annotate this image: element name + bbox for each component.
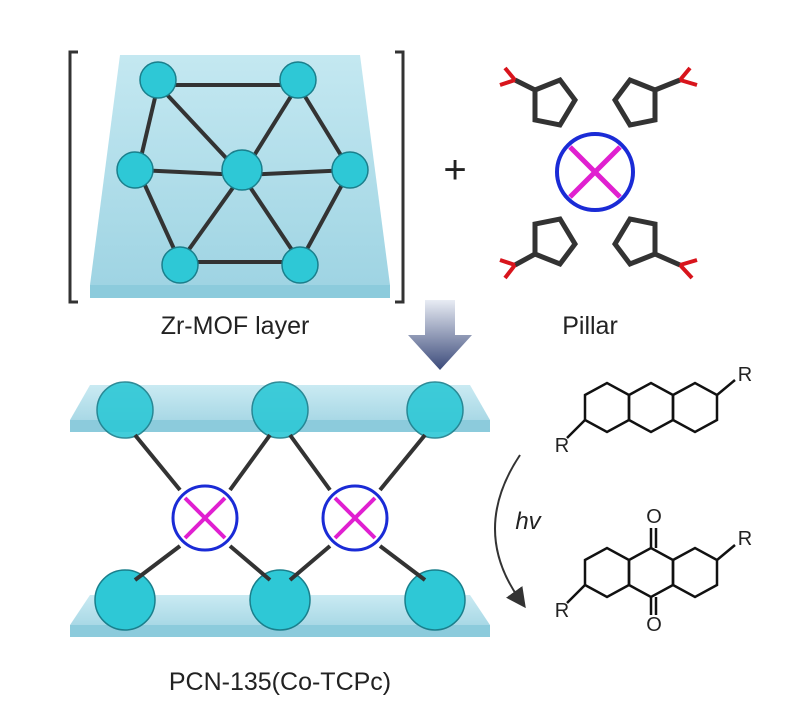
left-bracket (68, 50, 78, 304)
top-clusters (96, 381, 464, 439)
down-arrow (408, 300, 472, 370)
pillars (133, 433, 427, 582)
layer-slab-edge (90, 285, 390, 298)
reaction-arrow (494, 454, 526, 609)
r-group-label: R (737, 364, 753, 386)
zr-clusters (116, 61, 369, 284)
zr-mof-layer-label: Zr-MOF layer (160, 312, 310, 340)
bottom-clusters (94, 569, 466, 631)
pillar-label: Pillar (562, 312, 618, 340)
anthraquinone-structure (566, 528, 736, 615)
r-group-label: R (554, 600, 570, 622)
r-group-label: R (554, 435, 570, 457)
bottom-slab-edge (70, 625, 490, 637)
plus-sign: + (443, 148, 467, 192)
zr-mof-layer (68, 50, 405, 304)
anthracene-structure (566, 379, 736, 439)
pcn-135-structure (70, 381, 490, 637)
pillar-molecule (499, 66, 698, 280)
r-group-label: R (737, 528, 753, 550)
pcn-135-label: PCN-135(Co-TCPc) (168, 668, 392, 696)
oxygen-label: O (646, 506, 662, 528)
right-bracket (395, 50, 405, 304)
oxygen-label: O (646, 614, 662, 636)
hv-label: hv (515, 508, 541, 535)
